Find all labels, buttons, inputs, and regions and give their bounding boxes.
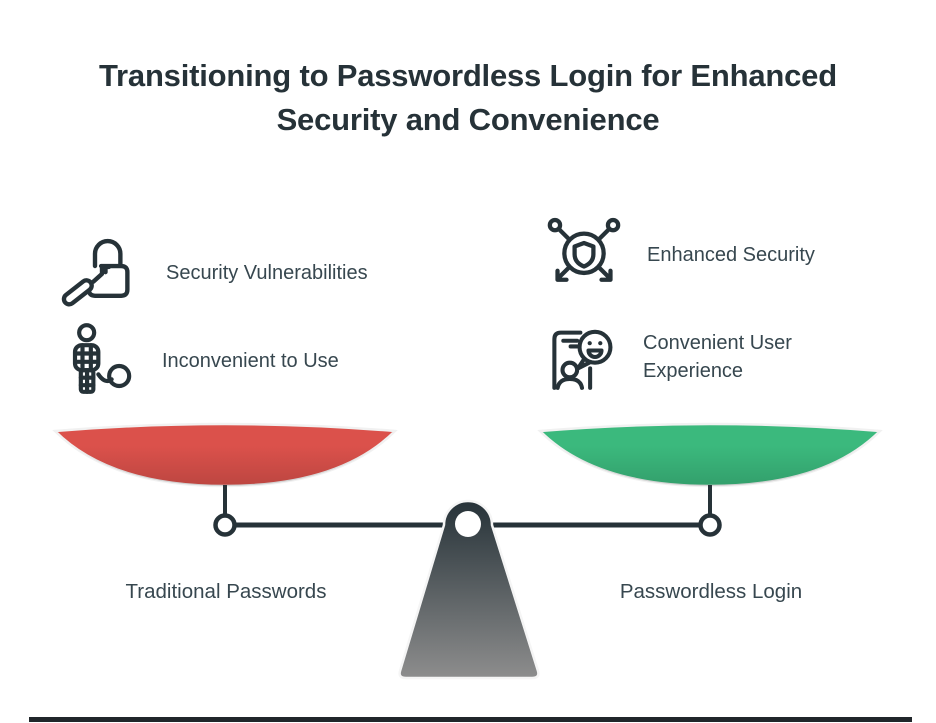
feature-convenient-user-experience: Convenient User Experience [543, 318, 843, 396]
fulcrum [398, 499, 540, 680]
right-pivot-ring [698, 513, 722, 537]
feature-security-vulnerabilities: Security Vulnerabilities [60, 231, 368, 315]
left-pivot-ring [213, 513, 237, 537]
feature-label: Inconvenient to Use [162, 350, 339, 372]
happy-user-phone-icon [543, 318, 621, 396]
right-pan [537, 422, 883, 488]
left-pan [52, 422, 398, 488]
right-pan-shade [540, 424, 880, 486]
page-title: Transitioning to Passwordless Login for … [0, 54, 936, 142]
chained-person-icon [60, 321, 140, 401]
shield-network-icon [543, 214, 625, 296]
page-title-line2: Security and Convenience [276, 102, 660, 137]
fulcrum-hole [455, 511, 481, 537]
lock-pick-icon [60, 231, 144, 315]
feature-label: Enhanced Security [647, 244, 815, 266]
page-title-line1: Transitioning to Passwordless Login for … [99, 58, 837, 93]
right-pan-label: Passwordless Login [619, 580, 803, 603]
left-pan-label: Traditional Passwords [125, 580, 327, 603]
feature-inconvenient-to-use: Inconvenient to Use [60, 321, 339, 401]
fulcrum-body [398, 499, 540, 680]
feature-enhanced-security: Enhanced Security [543, 214, 815, 296]
feature-label: Security Vulnerabilities [166, 262, 368, 284]
left-pan-shade [55, 424, 395, 486]
footer-bar [29, 717, 912, 722]
feature-label: Convenient User Experience [643, 332, 792, 382]
